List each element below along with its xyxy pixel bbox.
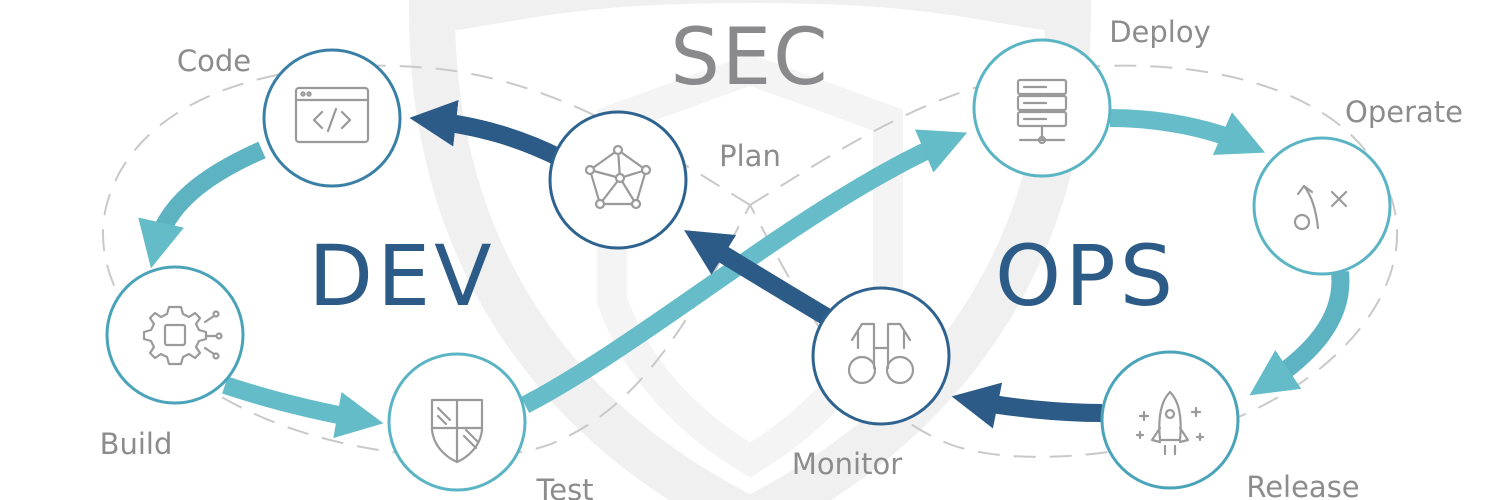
network-graph-icon bbox=[584, 144, 652, 210]
shield-icon bbox=[430, 398, 484, 464]
arrow-release-to-monitor bbox=[951, 382, 1103, 429]
node-code-label: Code bbox=[177, 44, 251, 78]
node-monitor-label: Monitor bbox=[792, 447, 902, 481]
arrow-build-to-test bbox=[222, 376, 384, 439]
node-release-label: Release bbox=[1246, 470, 1359, 500]
gear-chip-icon bbox=[142, 305, 223, 366]
node-operate-label: Operate bbox=[1345, 95, 1463, 129]
node-build-label: Build bbox=[100, 427, 173, 461]
node-operate bbox=[1252, 136, 1392, 276]
arrow-monitor-to-plan bbox=[684, 230, 840, 330]
sec-title: SEC bbox=[670, 13, 829, 103]
arrow-code-to-build bbox=[138, 141, 266, 269]
node-code bbox=[262, 48, 402, 188]
arrow-deploy-to-operate bbox=[1109, 109, 1266, 155]
strategy-play-icon bbox=[1293, 184, 1348, 231]
node-deploy bbox=[972, 38, 1112, 178]
shield-watermark bbox=[408, 0, 1092, 500]
ops-label: OPS bbox=[995, 227, 1177, 325]
node-plan bbox=[548, 110, 688, 250]
code-window-icon bbox=[294, 86, 370, 144]
node-build bbox=[105, 265, 245, 405]
binoculars-icon bbox=[847, 322, 915, 385]
dev-label: DEV bbox=[308, 227, 495, 325]
arrow-operate-to-release bbox=[1249, 271, 1350, 396]
node-test bbox=[387, 352, 527, 492]
node-plan-label: Plan bbox=[719, 139, 781, 173]
rocket-icon bbox=[1135, 390, 1205, 456]
node-release bbox=[1100, 350, 1240, 490]
server-icon bbox=[1016, 78, 1068, 145]
node-deploy-label: Deploy bbox=[1109, 15, 1211, 49]
node-test-label: Test bbox=[535, 473, 593, 500]
node-monitor bbox=[811, 286, 951, 426]
arrow-plan-to-code bbox=[409, 99, 565, 167]
